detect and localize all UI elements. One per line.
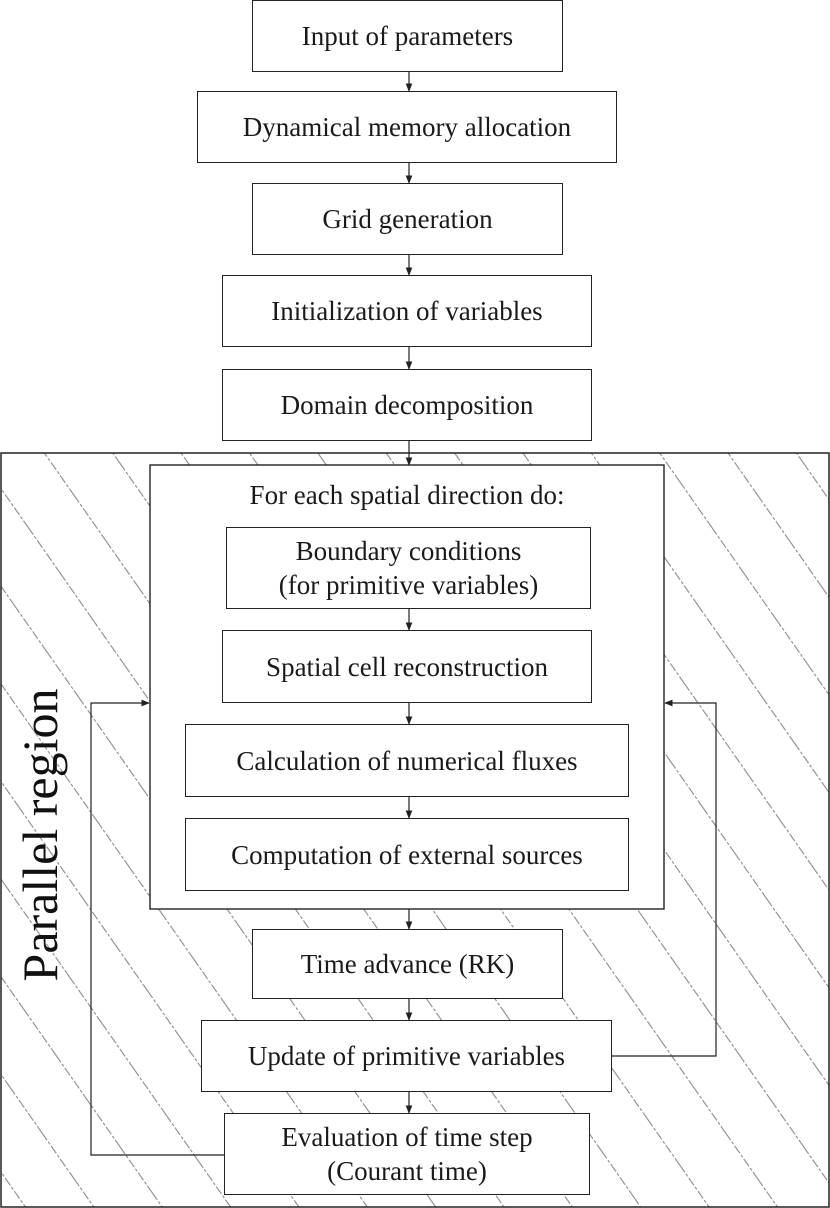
step-label: Grid generation [322, 204, 493, 234]
step-label-line1: Boundary conditions [295, 536, 522, 566]
flow-connectors [90, 72, 717, 1156]
step-label-line2: (Courant time) [327, 1156, 487, 1186]
step-label-line2: (for primitive variables) [278, 570, 539, 600]
step-numerical-fluxes: Calculation of numerical fluxes [185, 724, 629, 797]
feedback-timestep-to-loop [90, 699, 224, 1156]
step-cell-reconstruction: Spatial cell reconstruction [222, 630, 592, 703]
step-label: Calculation of numerical fluxes [236, 745, 578, 776]
step-label: Domain decomposition [280, 390, 534, 420]
step-label: Initialization of variables [271, 296, 543, 326]
step-label: Input of parameters [301, 21, 514, 51]
step-label-line1: Evaluation of time step [281, 1122, 533, 1152]
parallel-region-label: Parallel region [12, 688, 68, 982]
step-time-step: Evaluation of time step (Courant time) [224, 1113, 590, 1195]
step-time-advance: Time advance (RK) [252, 929, 563, 999]
step-grid-generation: Grid generation [252, 183, 563, 255]
step-label: Dynamical memory allocation [242, 112, 572, 142]
step-label: Time advance (RK) [300, 949, 515, 979]
step-domain-decomposition: Domain decomposition [222, 369, 592, 441]
step-memory-allocation: Dynamical memory allocation [197, 91, 617, 163]
step-external-sources: Computation of external sources [185, 818, 629, 891]
step-update-primitive: Update of primitive variables [201, 1020, 612, 1092]
step-boundary-conditions: Boundary conditions (for primitive varia… [226, 527, 591, 609]
feedback-update-to-loop [612, 699, 717, 1057]
step-input-parameters: Input of parameters [252, 0, 563, 72]
loop-title: For each spatial direction do: [249, 480, 565, 510]
step-label: Update of primitive variables [247, 1041, 566, 1071]
step-label: Spatial cell reconstruction [266, 651, 548, 682]
step-initialization: Initialization of variables [222, 275, 592, 347]
step-label: Computation of external sources [231, 839, 583, 870]
